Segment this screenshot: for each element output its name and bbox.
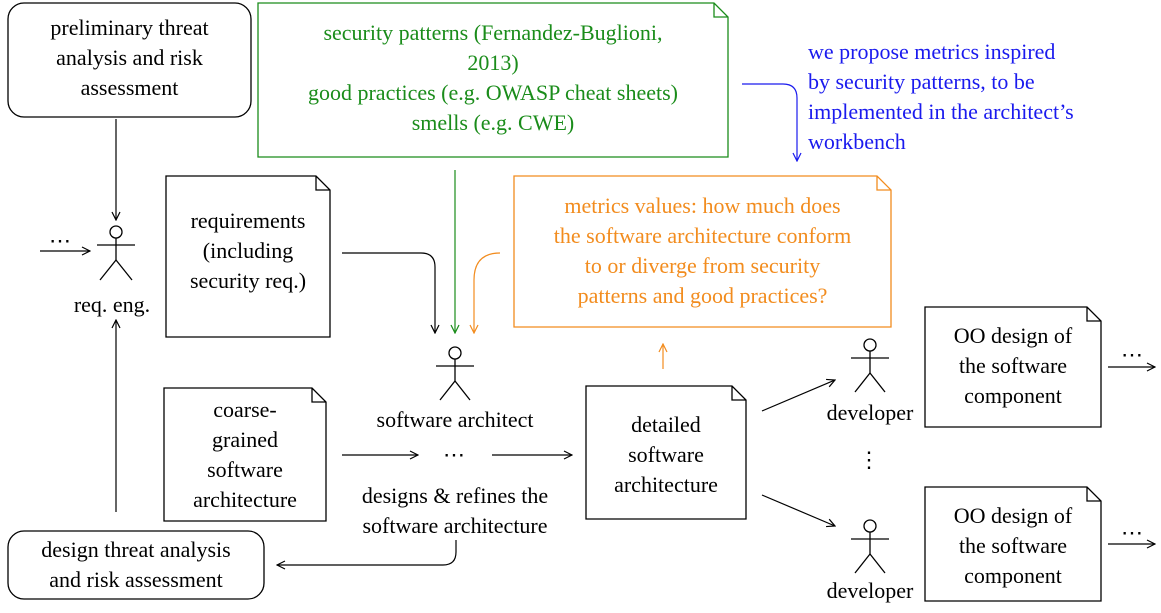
oo2-line-1: OO design of	[953, 503, 1073, 528]
coarse-line-2: grained	[212, 427, 278, 452]
prelim-line-2: analysis and risk	[56, 45, 203, 70]
architect-actor-icon	[436, 346, 474, 401]
req-eng-actor-icon	[97, 225, 135, 281]
architect-activity-label: designs & refines the software architect…	[335, 481, 575, 541]
coarse-line-4: architecture	[193, 487, 297, 512]
oo1-line-1: OO design of	[953, 323, 1073, 348]
prelim-threat-box	[7, 2, 252, 118]
metrics-doc	[513, 175, 892, 328]
ellipsis-right-1: ⋯	[1121, 342, 1143, 367]
design-threat-line-1: design threat analysis	[41, 537, 231, 562]
detailed-architecture-label: detailed software architecture	[586, 410, 746, 500]
patterns-line-2: 2013)	[467, 50, 519, 75]
arrow-requirements-to-architect	[342, 252, 435, 333]
patterns-line-1: security patterns (Fernandez-Buglioni,	[323, 20, 663, 45]
oo1-line-3: component	[964, 383, 1062, 408]
oo2-line-2: the software	[958, 533, 1068, 558]
requirements-line-1: requirements	[190, 208, 306, 233]
prelim-threat-label: preliminary threat analysis and risk ass…	[8, 13, 251, 103]
requirements-line-2: (including	[202, 238, 294, 263]
arrow-detailed-to-developer-1	[761, 380, 835, 412]
requirements-label: requirements (including security req.)	[166, 206, 330, 296]
oo-design-1-label: OO design of the software component	[925, 321, 1101, 411]
ellipsis-middle: ⋯	[443, 442, 465, 467]
prelim-line-3: assessment	[80, 75, 179, 100]
proposal-line-4: workbench	[808, 129, 906, 154]
detailed-line-1: detailed	[631, 412, 701, 437]
metrics-line-4: patterns and good practices?	[577, 283, 828, 308]
oo-design-doc-2	[924, 486, 1102, 602]
activity-line-2: software architecture	[362, 513, 548, 538]
architect-label: software architect	[376, 407, 534, 432]
activity-line-1: designs & refines the	[361, 483, 549, 508]
requirements-doc	[165, 175, 331, 338]
oo-design-2-label: OO design of the software component	[925, 501, 1101, 591]
design-threat-line-2: and risk assessment	[49, 567, 223, 592]
ellipsis-right-2: ⋯	[1121, 520, 1143, 545]
patterns-doc	[257, 2, 729, 158]
metrics-line-1: metrics values: how much does	[564, 193, 841, 218]
coarse-architecture-label: coarse- grained software architecture	[164, 395, 326, 515]
proposal-line-3: implemented in the architect’s	[808, 99, 1074, 124]
proposal-line-2: by security patterns, to be	[808, 69, 1035, 94]
requirements-line-3: security req.)	[189, 268, 307, 293]
ellipsis-left: ⋯	[49, 228, 71, 253]
detailed-line-2: software	[628, 442, 704, 467]
prelim-line-1: preliminary threat	[50, 15, 209, 40]
oo1-line-2: the software	[958, 353, 1068, 378]
metrics-line-2: the software architecture conform	[553, 223, 852, 248]
design-threat-label: design threat analysis and risk assessme…	[8, 535, 264, 595]
proposal-note: we propose metrics inspired by security …	[808, 37, 1148, 157]
coarse-line-3: software	[207, 457, 283, 482]
developer-1-label: developer	[826, 400, 914, 425]
oo-design-doc-1	[924, 306, 1102, 428]
arrow-detailed-to-developer-2	[761, 494, 835, 526]
developer-2-actor-icon	[851, 519, 889, 574]
coarse-architecture-doc	[163, 387, 327, 522]
metrics-label: metrics values: how much does the softwa…	[514, 191, 891, 311]
design-threat-box	[7, 530, 265, 600]
proposal-line-1: we propose metrics inspired	[808, 39, 1056, 64]
metrics-line-3: to or diverge from security	[584, 253, 821, 278]
arrow-activity-to-design-threat	[277, 540, 457, 565]
oo2-line-3: component	[964, 563, 1062, 588]
developer-1-actor-icon	[851, 338, 889, 393]
req-eng-label: req. eng.	[73, 292, 151, 317]
developer-2-label: developer	[826, 578, 914, 603]
ellipsis-vertical: ⋮	[858, 447, 880, 472]
patterns-line-4: smells (e.g. CWE)	[411, 110, 575, 135]
arrow-metrics-to-architect	[474, 252, 501, 333]
arrow-proposal-to-workbench	[742, 83, 797, 161]
coarse-line-1: coarse-	[213, 397, 277, 422]
detailed-line-3: architecture	[614, 472, 718, 497]
patterns-line-3: good practices (e.g. OWASP cheat sheets)	[307, 80, 678, 105]
patterns-label: security patterns (Fernandez-Buglioni, 2…	[258, 18, 728, 138]
detailed-architecture-doc	[585, 385, 747, 520]
